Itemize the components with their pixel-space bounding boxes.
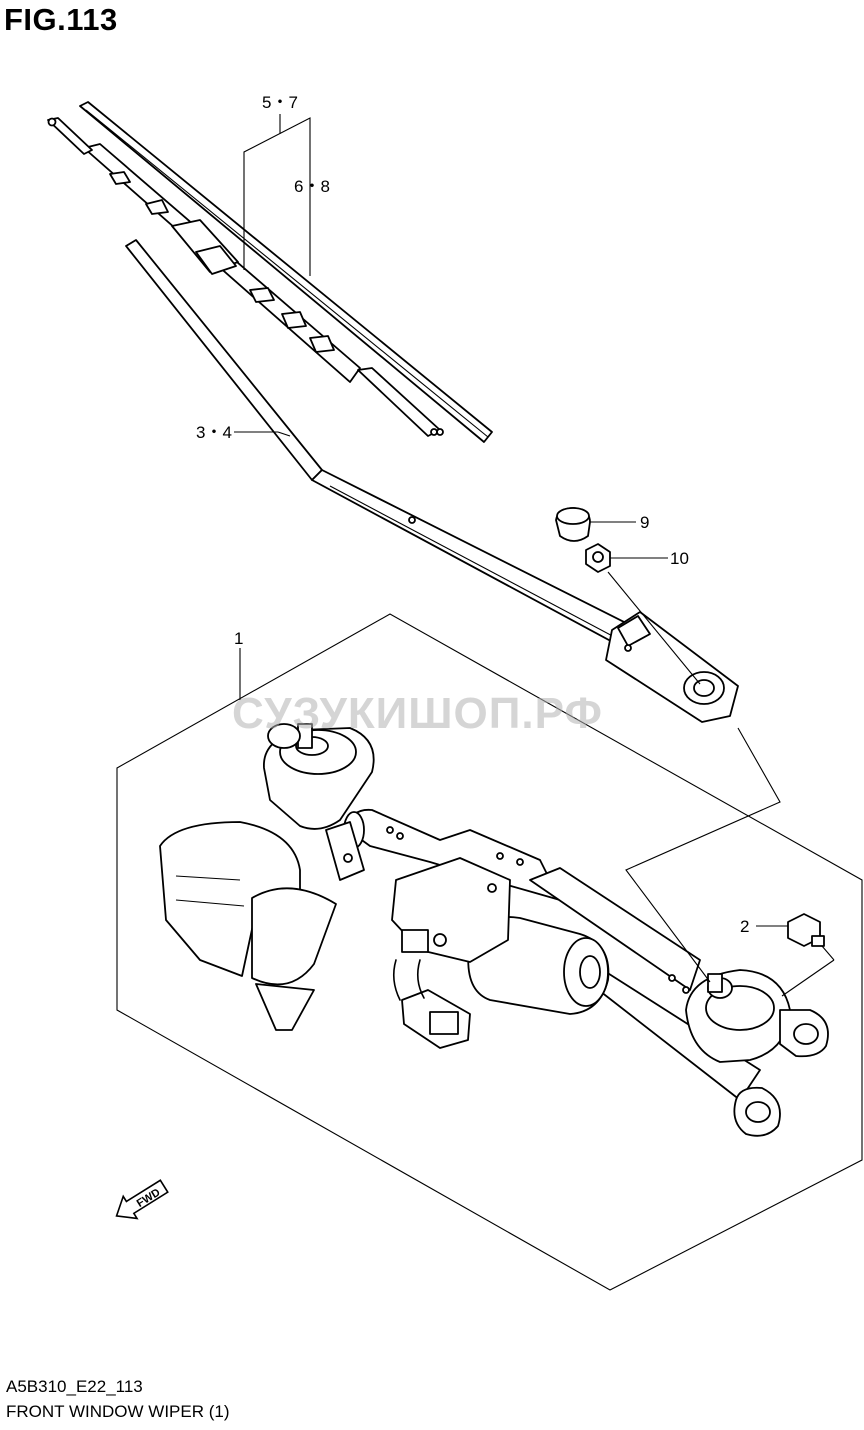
leader-lines [234, 114, 835, 997]
pivot-cap [555, 507, 591, 542]
figure-title: FIG.113 [4, 2, 118, 37]
callout-9: 9 [640, 513, 649, 532]
callout-5-7: 5・7 [262, 93, 298, 112]
cowl-grommet [159, 821, 337, 1031]
pivot-nut [585, 543, 611, 573]
callout-6-8: 6・8 [294, 177, 330, 196]
mounting-bolt [787, 913, 825, 947]
callout-3-4: 3・4 [196, 423, 232, 442]
wiper-linkage-assembly [263, 723, 829, 1137]
wiper-arm [125, 239, 739, 723]
callout-2: 2 [740, 917, 749, 936]
diagram-code: A5B310_E22_113 [6, 1377, 143, 1396]
callout-10: 10 [670, 549, 689, 568]
diagram-caption: FRONT WINDOW WIPER (1) [6, 1402, 230, 1421]
callout-1: 1 [234, 629, 243, 648]
assembly-outline [116, 613, 863, 1291]
watermark: СУЗУКИШОП.РФ [232, 689, 603, 738]
fwd-arrow-icon: FWD [115, 1179, 169, 1220]
wiper-blade [47, 101, 493, 443]
